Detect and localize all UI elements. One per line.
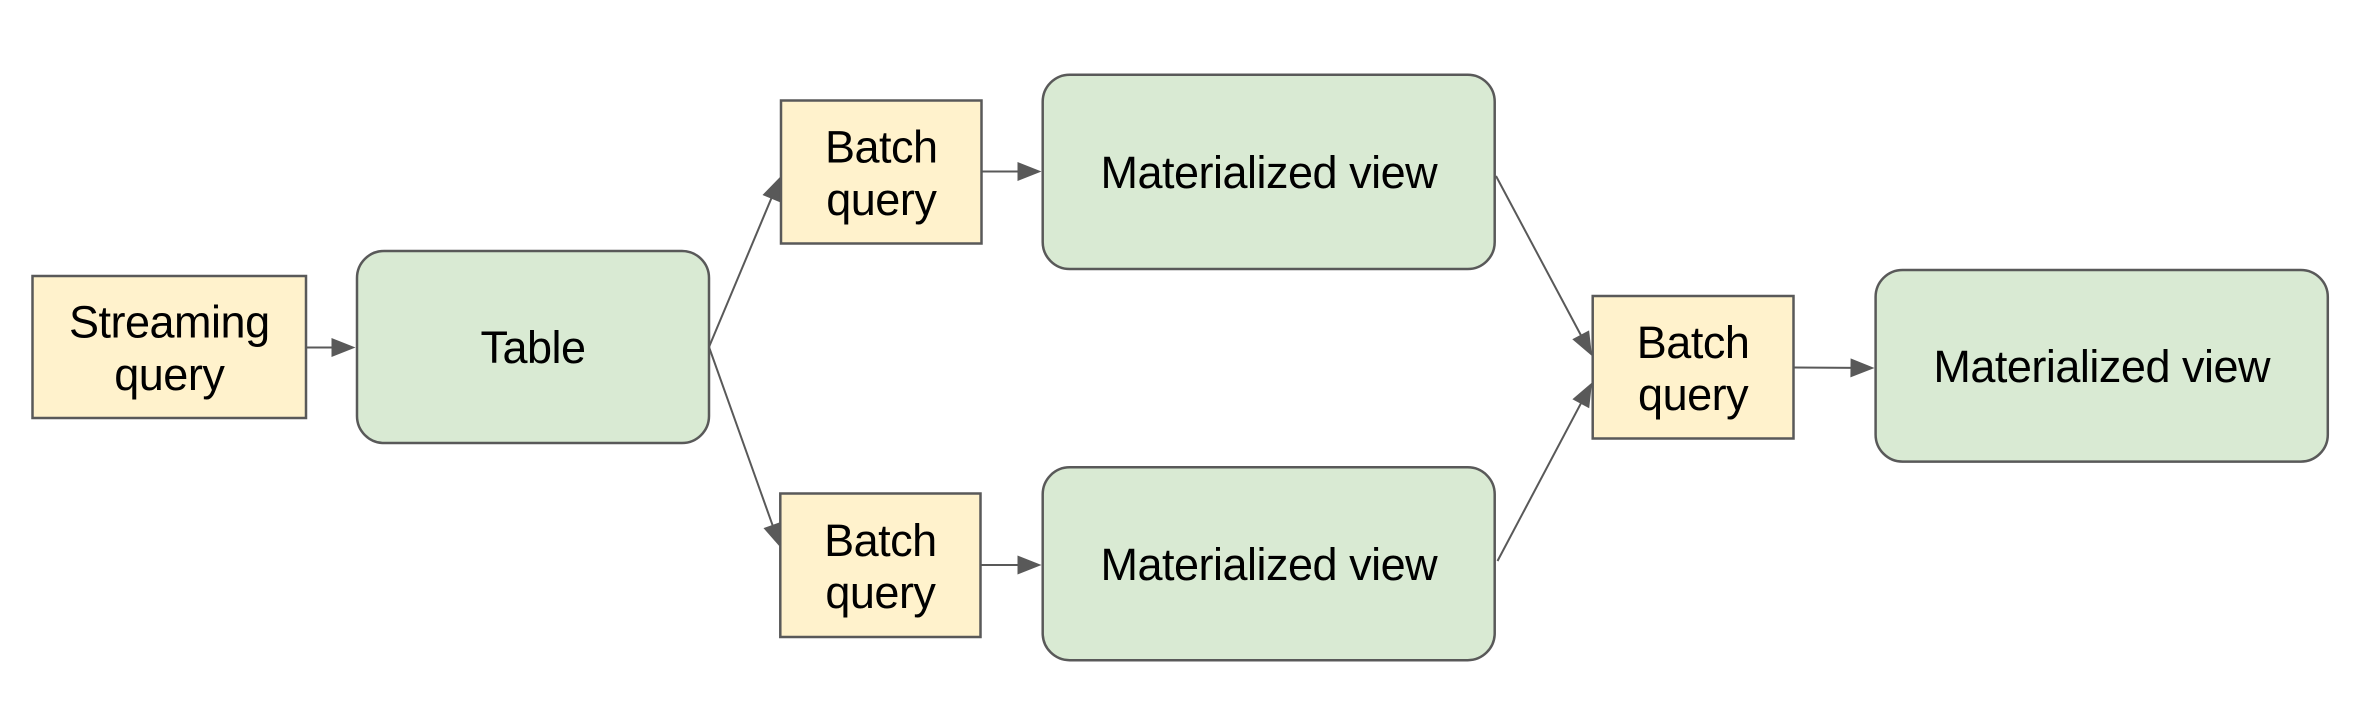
svg-text:Batch: Batch [824,515,937,566]
svg-text:query: query [825,567,936,618]
svg-text:Materialized view: Materialized view [1100,147,1438,198]
svg-text:query: query [1638,369,1749,420]
svg-text:Materialized view: Materialized view [1933,341,2271,392]
svg-text:Materialized view: Materialized view [1100,539,1438,590]
svg-text:Batch: Batch [1637,317,1750,368]
svg-text:Batch: Batch [825,122,938,173]
svg-text:query: query [114,349,225,400]
svg-text:Streaming: Streaming [69,297,270,348]
svg-text:Table: Table [480,322,585,373]
svg-text:query: query [826,174,937,225]
